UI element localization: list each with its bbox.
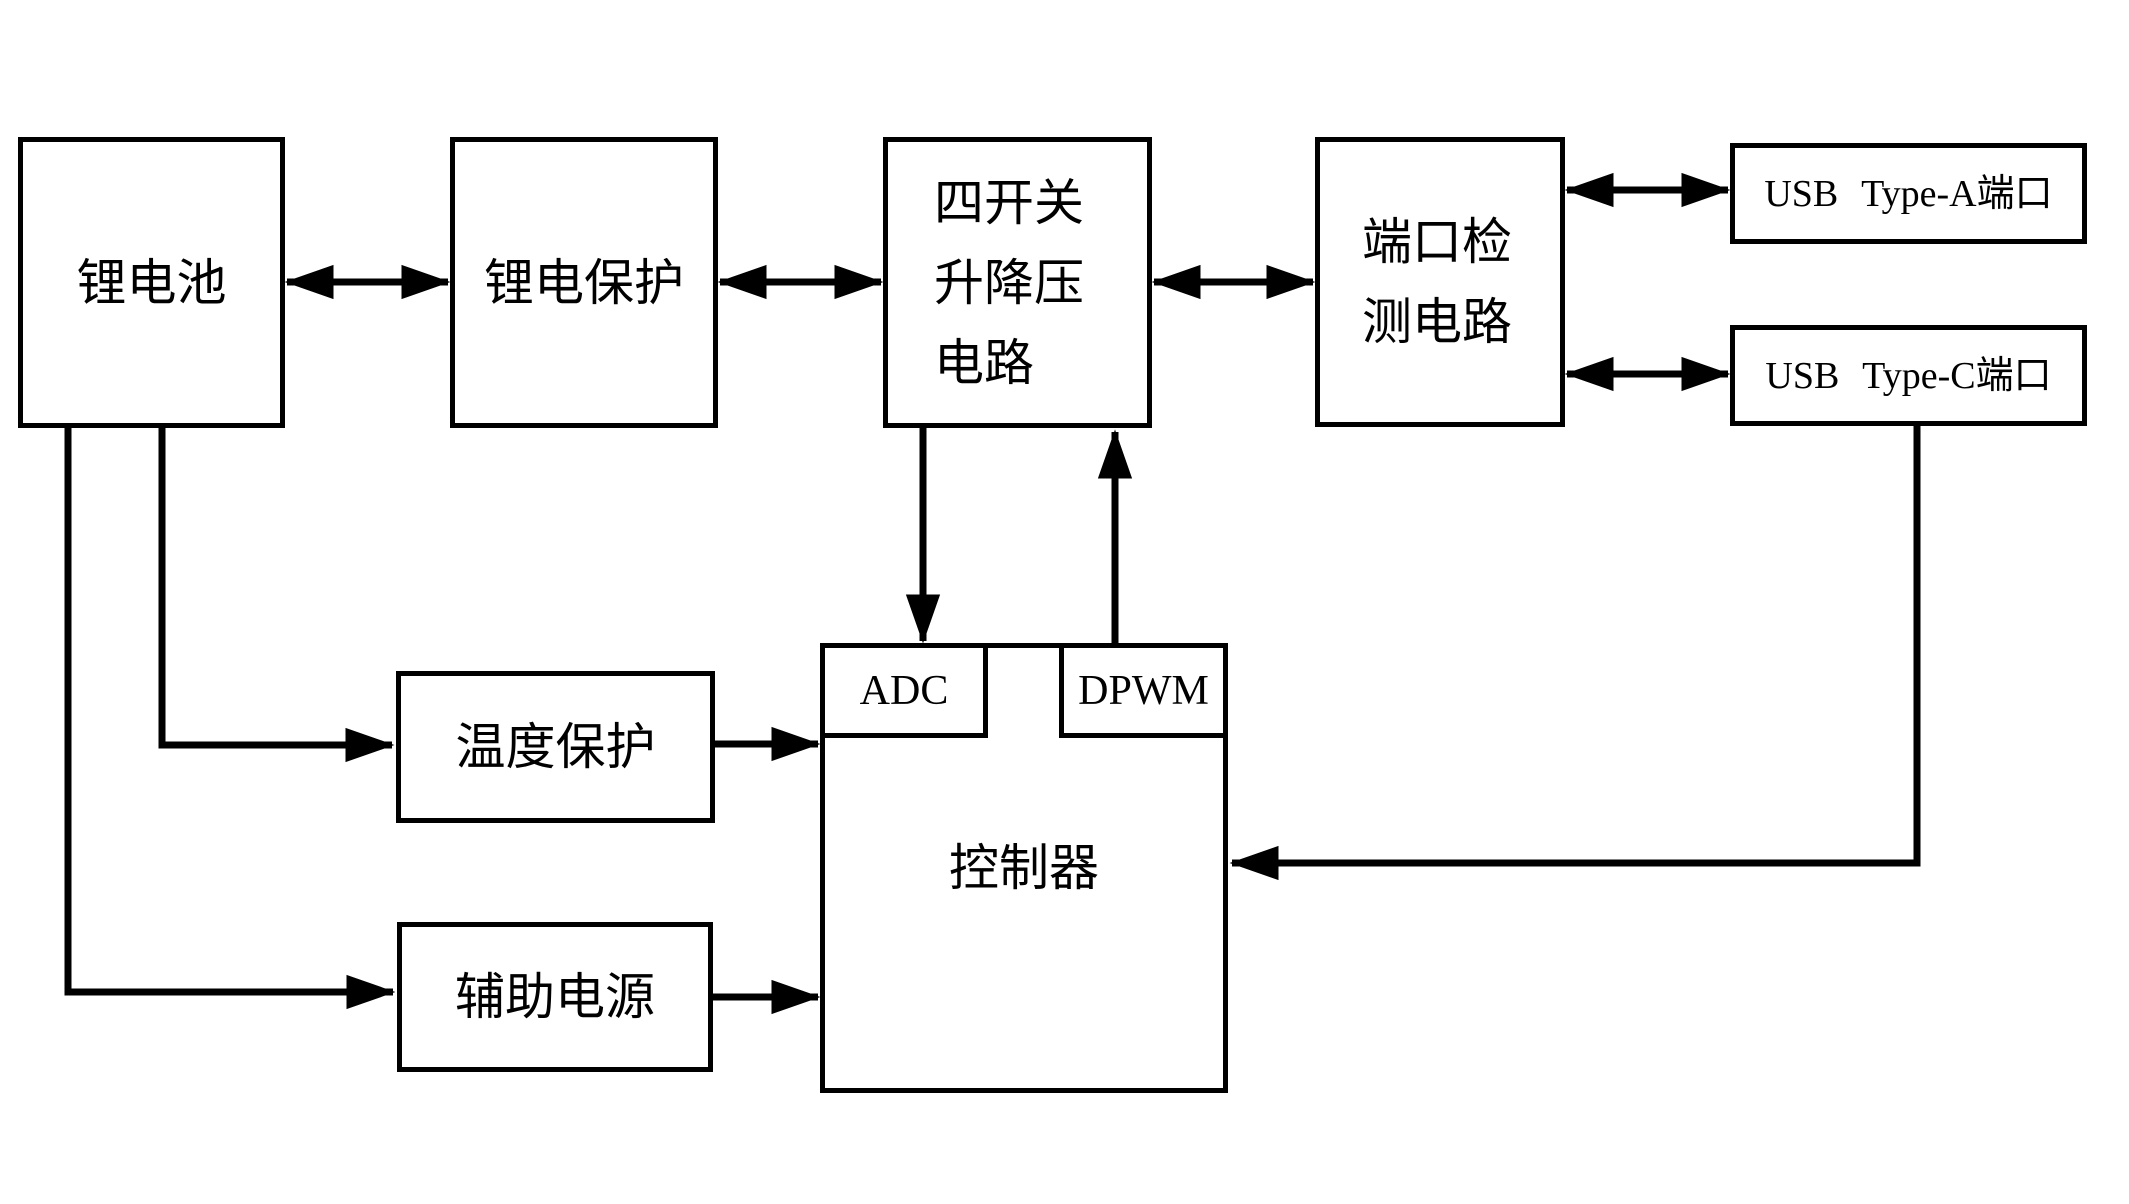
box-controller: 控制器 [820, 643, 1228, 1093]
box-usb-type-c-label: USB Type-C端口 [1765, 354, 2052, 397]
wire-battery-aux [64, 424, 396, 1010]
box-dpwm: DPWM [1059, 643, 1228, 738]
box-temp-protect: 温度保护 [396, 671, 715, 823]
box-port-detect-label: 端口检 测电路 [1362, 214, 1512, 350]
box-controller-label: 控制器 [949, 840, 1099, 896]
box-battery-label: 锂电池 [76, 254, 227, 311]
box-adc-label: ADC [859, 667, 949, 714]
box-usb-type-c: USB Type-C端口 [1730, 325, 2087, 426]
box-aux-power: 辅助电源 [397, 922, 713, 1072]
box-usb-type-a-label: USB Type-A端口 [1764, 172, 2053, 215]
box-battery: 锂电池 [18, 137, 285, 428]
box-port-detect: 端口检 测电路 [1315, 137, 1565, 427]
wire-usbc-controller [1229, 424, 1921, 881]
box-usb-type-a: USB Type-A端口 [1730, 143, 2087, 244]
box-aux-power-label: 辅助电源 [455, 969, 655, 1025]
box-dpwm-label: DPWM [1078, 667, 1209, 714]
box-protection-label: 锂电保护 [484, 254, 684, 311]
box-temp-protect-label: 温度保护 [455, 719, 656, 775]
box-buck-boost-label: 四开关 升降压 电路 [934, 174, 1084, 391]
wire-battery-temp [158, 424, 395, 763]
box-protection: 锂电保护 [450, 137, 718, 428]
box-buck-boost: 四开关 升降压 电路 [883, 137, 1152, 428]
box-adc: ADC [820, 643, 988, 738]
